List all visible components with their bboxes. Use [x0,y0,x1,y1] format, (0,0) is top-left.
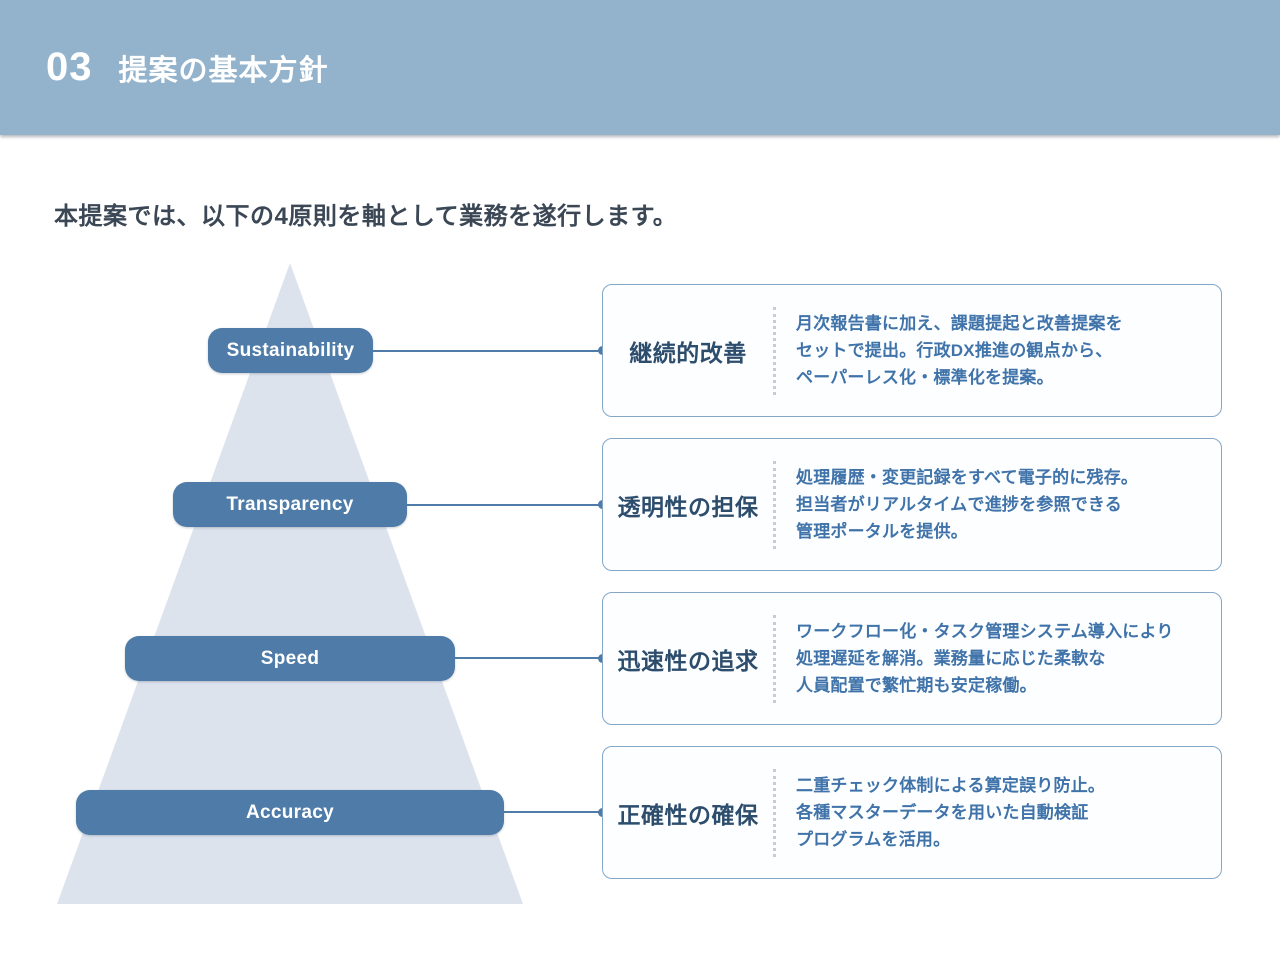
principle-card-accuracy: 正確性の確保 二重チェック体制による算定誤り防止。 各種マスターデータを用いた自… [602,746,1222,879]
card-description-transparency: 処理履歴・変更記録をすべて電子的に残存。 担当者がリアルタイムで進捗を参照できる… [796,468,1139,541]
section-number: 03 [46,45,93,89]
connector-line-sustainability [371,350,602,352]
dotted-divider [773,614,776,703]
connector-line-accuracy [502,811,602,813]
slide-header: 03 提案の基本方針 [0,0,1280,135]
connector-line-transparency [405,504,602,506]
card-title-accuracy: 正確性の確保 [617,801,759,828]
pyramid-bar-transparency: Transparency [173,482,407,527]
dotted-divider [773,306,776,395]
dotted-divider [773,768,776,857]
card-title-speed: 迅速性の追求 [617,647,759,674]
card-title-sustainability: 継続的改善 [629,339,747,366]
bar-label-speed: Speed [260,647,320,669]
pyramid-bar-sustainability: Sustainability [208,328,373,373]
dotted-divider [773,460,776,549]
page-title: 提案の基本方針 [118,54,329,87]
card-description-speed: ワークフロー化・タスク管理システム導入により 処理遅延を解消。業務量に応じた柔軟… [796,622,1174,695]
bar-label-accuracy: Accuracy [246,801,334,823]
bar-label-transparency: Transparency [226,493,354,515]
connector-line-speed [453,657,602,659]
pyramid-bar-accuracy: Accuracy [76,790,504,835]
principle-card-speed: 迅速性の追求 ワークフロー化・タスク管理システム導入により 処理遅延を解消。業務… [602,592,1222,725]
slide-subtitle: 本提案では、以下の4原則を軸として業務を遂行します。 [54,203,678,230]
bar-label-sustainability: Sustainability [226,339,355,361]
card-description-sustainability: 月次報告書に加え、課題提起と改善提案を セットで提出。行政DX推進の観点から、 … [796,314,1123,387]
pyramid-bar-speed: Speed [125,636,455,681]
principle-card-sustainability: 継続的改善 月次報告書に加え、課題提起と改善提案を セットで提出。行政DX推進の… [602,284,1222,417]
principle-card-transparency: 透明性の担保 処理履歴・変更記録をすべて電子的に残存。 担当者がリアルタイムで進… [602,438,1222,571]
card-title-transparency: 透明性の担保 [617,493,759,520]
card-description-accuracy: 二重チェック体制による算定誤り防止。 各種マスターデータを用いた自動検証 プログ… [796,776,1106,849]
